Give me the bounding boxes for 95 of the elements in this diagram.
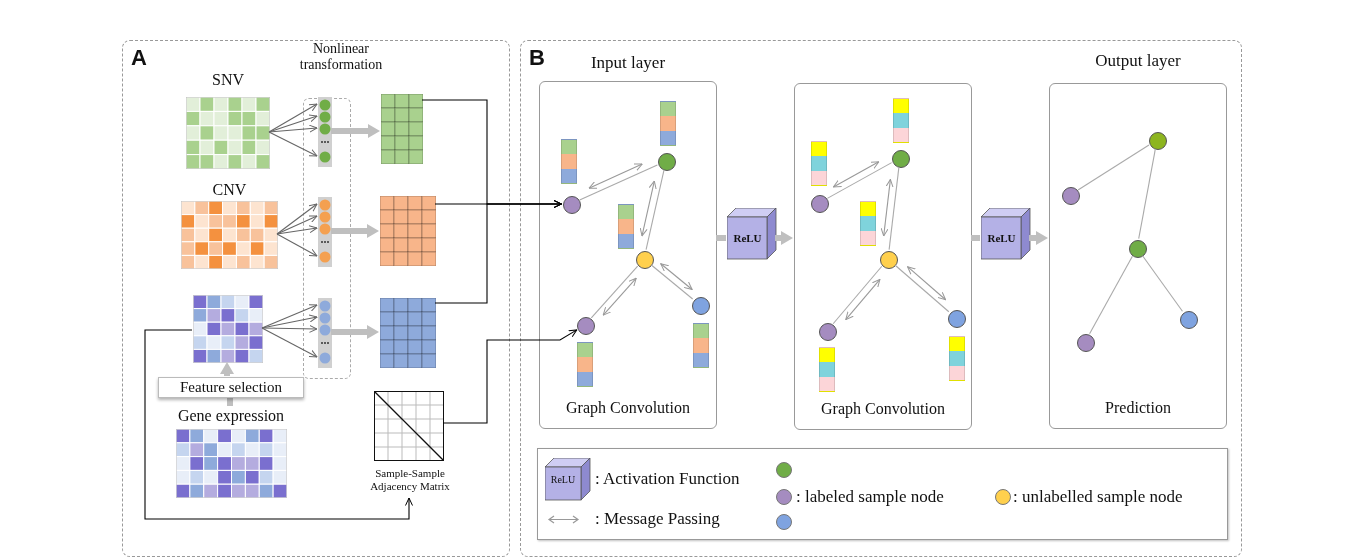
feature-vector: [693, 323, 709, 368]
arrow: [276, 203, 318, 235]
arrow: [276, 225, 318, 235]
neuron-column: [318, 298, 332, 368]
graph-node: [880, 251, 898, 269]
feature-vector: [561, 139, 577, 184]
thick-line: [716, 235, 726, 241]
label-box: Feature selection: [158, 377, 304, 398]
graph-node: [811, 195, 829, 213]
graph-node: [1149, 132, 1167, 150]
thick-arrow: [331, 124, 380, 138]
thick-arrow: [220, 362, 234, 376]
double-arrow: [907, 266, 947, 301]
double-arrow: [660, 263, 693, 291]
edge-line: [645, 169, 665, 251]
edge-line: [650, 264, 694, 300]
legend-label: : Activation Function: [595, 469, 740, 489]
graph-node: [819, 323, 837, 341]
thick-arrow: [331, 224, 379, 238]
feature-vector: [860, 201, 876, 246]
group-label: Nonlinear transformation: [298, 41, 384, 74]
matrix-label: CNV: [211, 181, 248, 200]
graph-node: [1129, 240, 1147, 258]
graph-node: [577, 317, 595, 335]
legend-label: : Message Passing: [595, 509, 720, 529]
feature-vector: [893, 98, 909, 143]
arrow: [144, 329, 413, 520]
layer-title: Output layer: [1094, 51, 1182, 71]
panel-label: B: [529, 45, 546, 71]
feature-matrix: [380, 298, 436, 368]
double-arrow: [832, 161, 880, 188]
matrix-label: SNV: [211, 71, 245, 90]
graph-node: [1180, 311, 1198, 329]
layer-title: Input layer: [589, 53, 667, 73]
arrow: [268, 103, 318, 133]
cube-label: ReLU: [549, 474, 577, 486]
arrow: [261, 304, 318, 329]
arrow: [276, 215, 318, 235]
feature-vector: [819, 347, 835, 392]
double-arrow: [845, 278, 881, 321]
panel-label: A: [131, 45, 148, 71]
graph-node: [636, 251, 654, 269]
feature-vector: [949, 336, 965, 381]
thick-arrow: [1029, 231, 1048, 245]
edge-line: [579, 164, 658, 201]
arrow: [276, 233, 318, 257]
arrow: [261, 327, 318, 358]
double-arrow: [639, 180, 657, 237]
feature-matrix: [381, 94, 423, 164]
feature-vector: [660, 101, 676, 146]
arrow: [261, 324, 318, 333]
edge-line: [590, 265, 639, 319]
double-arrow: [880, 178, 894, 237]
graph-node: [892, 150, 910, 168]
edge-line: [832, 265, 883, 325]
neuron-column: [318, 97, 332, 167]
edge-line: [1138, 148, 1156, 240]
double-arrow: [602, 277, 637, 316]
arrow: [434, 200, 563, 304]
thick-arrow: [775, 231, 793, 245]
layer-caption: Prediction: [1104, 399, 1172, 418]
feature-matrix: [380, 196, 436, 266]
edge-line: [1142, 255, 1183, 312]
feature-matrix: [193, 295, 263, 363]
panel-box: [122, 40, 510, 557]
matrix-label: Sample-Sample Adjacency Matrix: [369, 467, 451, 493]
legend-label: : labeled sample node: [796, 487, 944, 507]
graph-node: [563, 196, 581, 214]
arrow: [442, 329, 578, 424]
layer-caption: Graph Convolution: [565, 399, 691, 418]
thick-line: [227, 397, 233, 406]
edge-line: [1077, 144, 1150, 191]
graph-node: [692, 297, 710, 315]
layer-caption: Graph Convolution: [820, 400, 946, 419]
feature-vector: [618, 204, 634, 249]
feature-vector: [811, 141, 827, 186]
thick-line: [971, 235, 980, 241]
arrow: [268, 131, 318, 157]
edge-line: [888, 166, 900, 251]
edge-line: [894, 264, 950, 313]
feature-vector: [577, 342, 593, 387]
graph-node: [948, 310, 966, 328]
edge-line: [826, 162, 893, 199]
cube-label: ReLU: [986, 232, 1017, 245]
double-arrow: [588, 163, 643, 189]
graph-node: [1077, 334, 1095, 352]
matrix-label: Gene expression: [176, 407, 286, 426]
edge-line: [1089, 255, 1133, 335]
legend-label: : unlabelled sample node: [1013, 487, 1183, 507]
cube-label: ReLU: [732, 232, 763, 245]
thick-arrow: [331, 325, 379, 339]
arrow: [268, 124, 318, 133]
neuron-column: [318, 197, 332, 267]
graph-node: [1062, 187, 1080, 205]
graph-node: [658, 153, 676, 171]
